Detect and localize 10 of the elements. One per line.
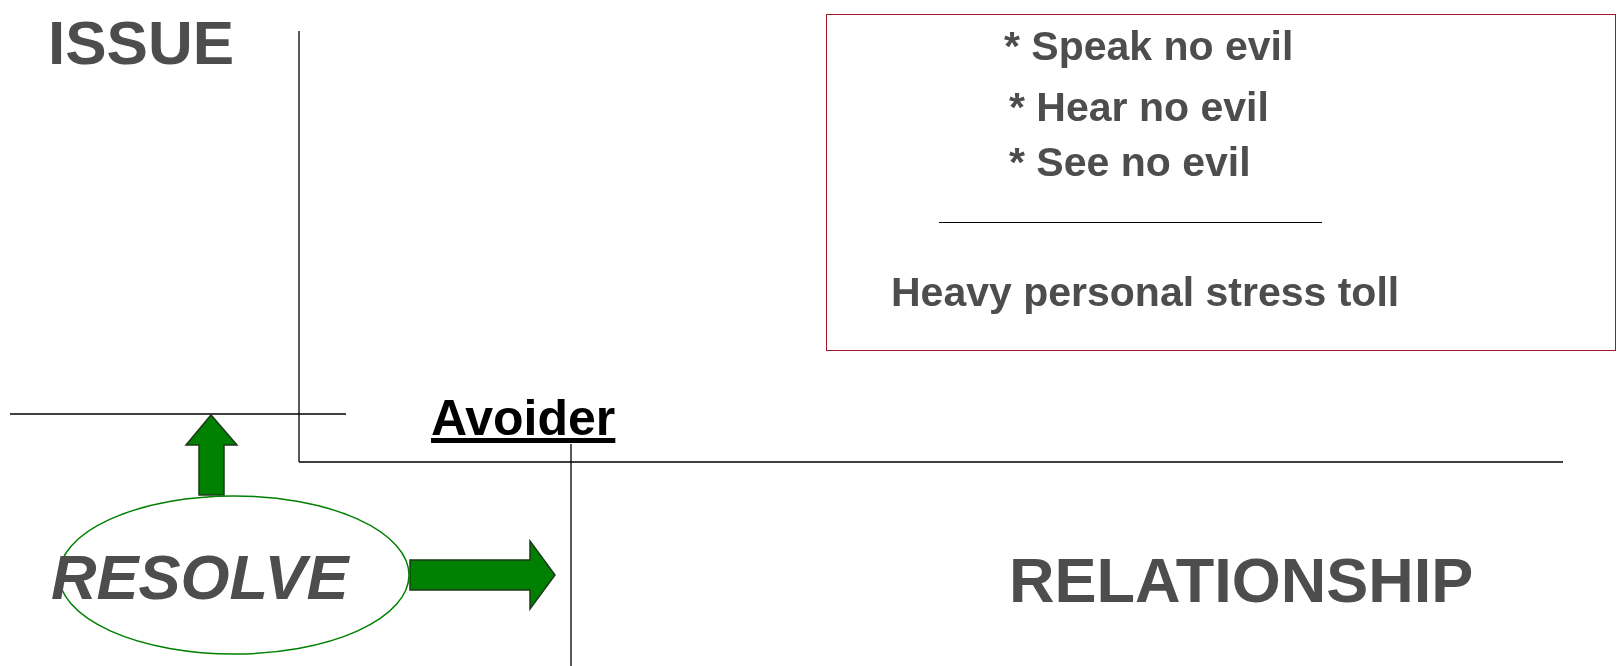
axis-title: ISSUE [48,12,235,74]
note-text: Heavy personal stress toll [891,272,1400,313]
axis-title: RELATIONSHIP [1009,549,1474,612]
bullet-text: * See no evil [1009,142,1251,183]
text-box [826,14,1616,351]
block-arrow [184,413,239,496]
block-arrow [409,538,556,612]
bullet-text: * Speak no evil [1004,26,1294,67]
quadrant-label: Avoider [431,393,616,443]
bullet-text: * Hear no evil [1009,87,1269,128]
